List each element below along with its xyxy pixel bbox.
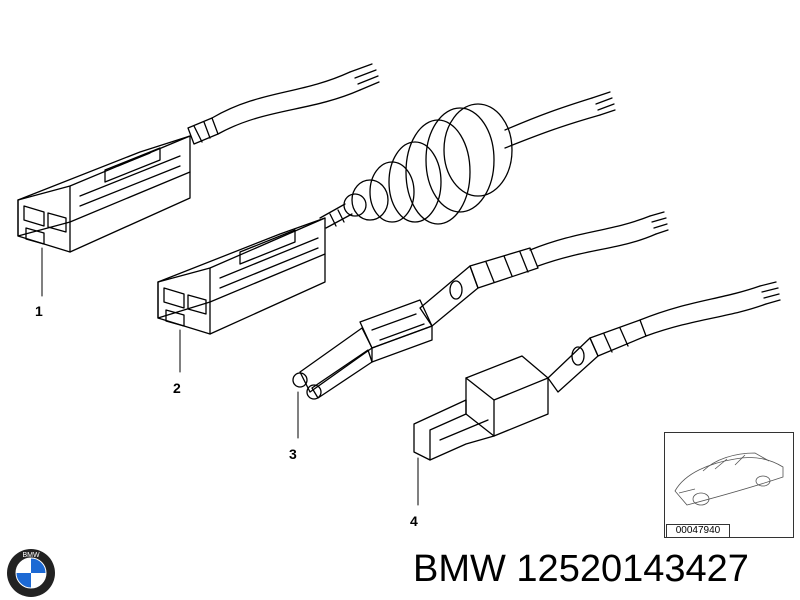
logo-text: BMW xyxy=(22,552,40,559)
callout-1: 1 xyxy=(35,303,43,319)
callout-4: 4 xyxy=(410,513,418,529)
callout-2: 2 xyxy=(173,380,181,396)
part-1-connector-housing xyxy=(17,63,380,253)
callout-3: 3 xyxy=(289,446,297,462)
vehicle-thumbnail xyxy=(664,432,794,538)
bmw-logo: BMW xyxy=(7,549,55,597)
thumbnail-code: 00047940 xyxy=(666,524,730,538)
brand-caption: BMW 12520143427 xyxy=(413,548,749,590)
part-4-blade-terminal xyxy=(413,281,781,461)
car-outline-image xyxy=(674,452,784,506)
part-2-connector-with-boot xyxy=(157,91,616,335)
part-3-pin-terminal xyxy=(292,211,669,400)
